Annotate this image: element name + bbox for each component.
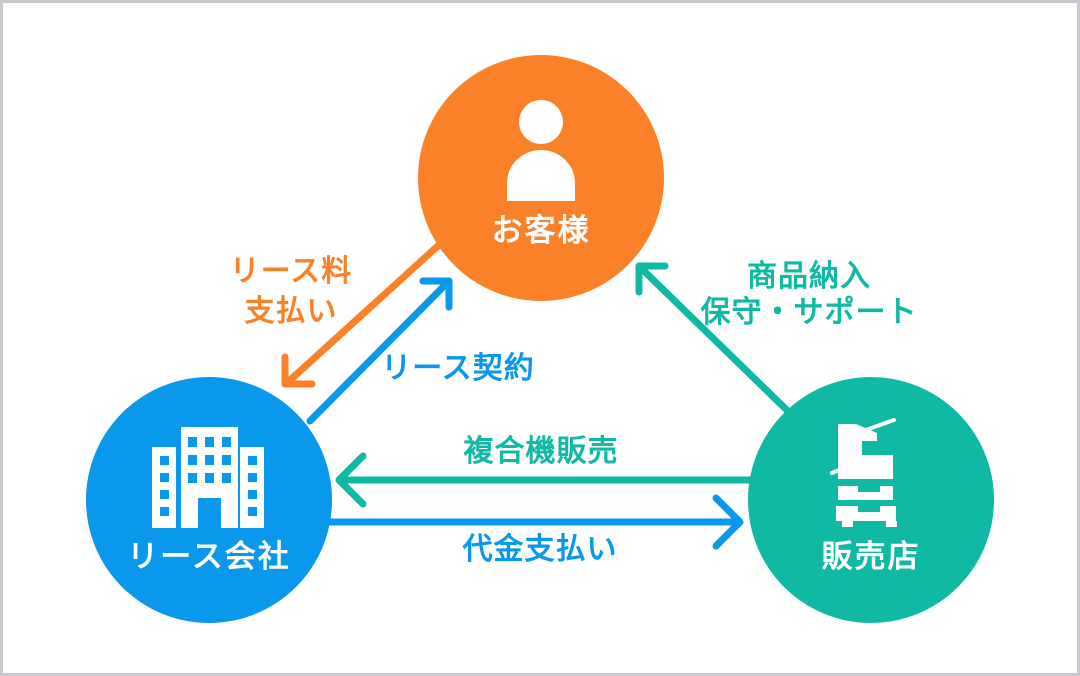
- arrow-label-payment: 代金支払い: [462, 532, 618, 566]
- arrow-lease-fee-payment-line: [284, 240, 444, 386]
- person-icon: [507, 100, 575, 201]
- arrow-label-delivery-line2: 保守・サポート: [701, 296, 918, 329]
- arrow-label-mfp-sales: 複合機販売: [464, 434, 619, 468]
- building-windows: [160, 437, 257, 528]
- arrow-lease-contract: リース契約: [306, 277, 535, 425]
- arrow-label-lease-contract: リース契約: [381, 352, 535, 385]
- arrow-label-delivery-line1: 商品納入: [747, 260, 871, 293]
- arrow-mfp-sales-head: [335, 452, 367, 508]
- arrow-lease-contract-line: [306, 279, 451, 425]
- arrow-product-delivery-support: 商品納入 保守・サポート: [635, 260, 918, 425]
- lease-company-label: リース会社: [127, 539, 290, 574]
- copier-foot-right: [886, 521, 897, 527]
- lease-company-node: リース会社: [86, 377, 332, 623]
- copier-lid: [864, 418, 896, 432]
- copier-icon: [830, 418, 897, 527]
- arrow-lease-fee-payment: リース料 支払い: [230, 240, 444, 388]
- arrow-lease-contract-head: [419, 277, 453, 311]
- arrow-label-lease-fee-line2: 支払い: [245, 295, 338, 328]
- dealer-label: 販売店: [822, 539, 921, 574]
- customer-node: お客様: [418, 55, 664, 301]
- building-door: [198, 498, 221, 528]
- arrow-payment: 代金支払い: [324, 494, 744, 566]
- arrow-lease-fee-payment-head: [281, 353, 316, 388]
- customer-label: お客様: [492, 213, 591, 248]
- building-icon: [152, 427, 264, 528]
- arrow-product-delivery-support-head: [635, 262, 669, 296]
- copier-drawer-2: [836, 506, 896, 521]
- arrow-mfp-sales: 複合機販売: [335, 434, 759, 508]
- copier-foot-left: [842, 521, 853, 527]
- dealer-node: 販売店: [748, 377, 994, 623]
- copier-drawer-1: [838, 486, 893, 500]
- arrow-payment-head: [712, 494, 744, 550]
- arrow-product-delivery-support-line: [638, 265, 802, 425]
- copier-body: [838, 424, 893, 479]
- arrow-label-lease-fee-line1: リース料: [230, 255, 353, 288]
